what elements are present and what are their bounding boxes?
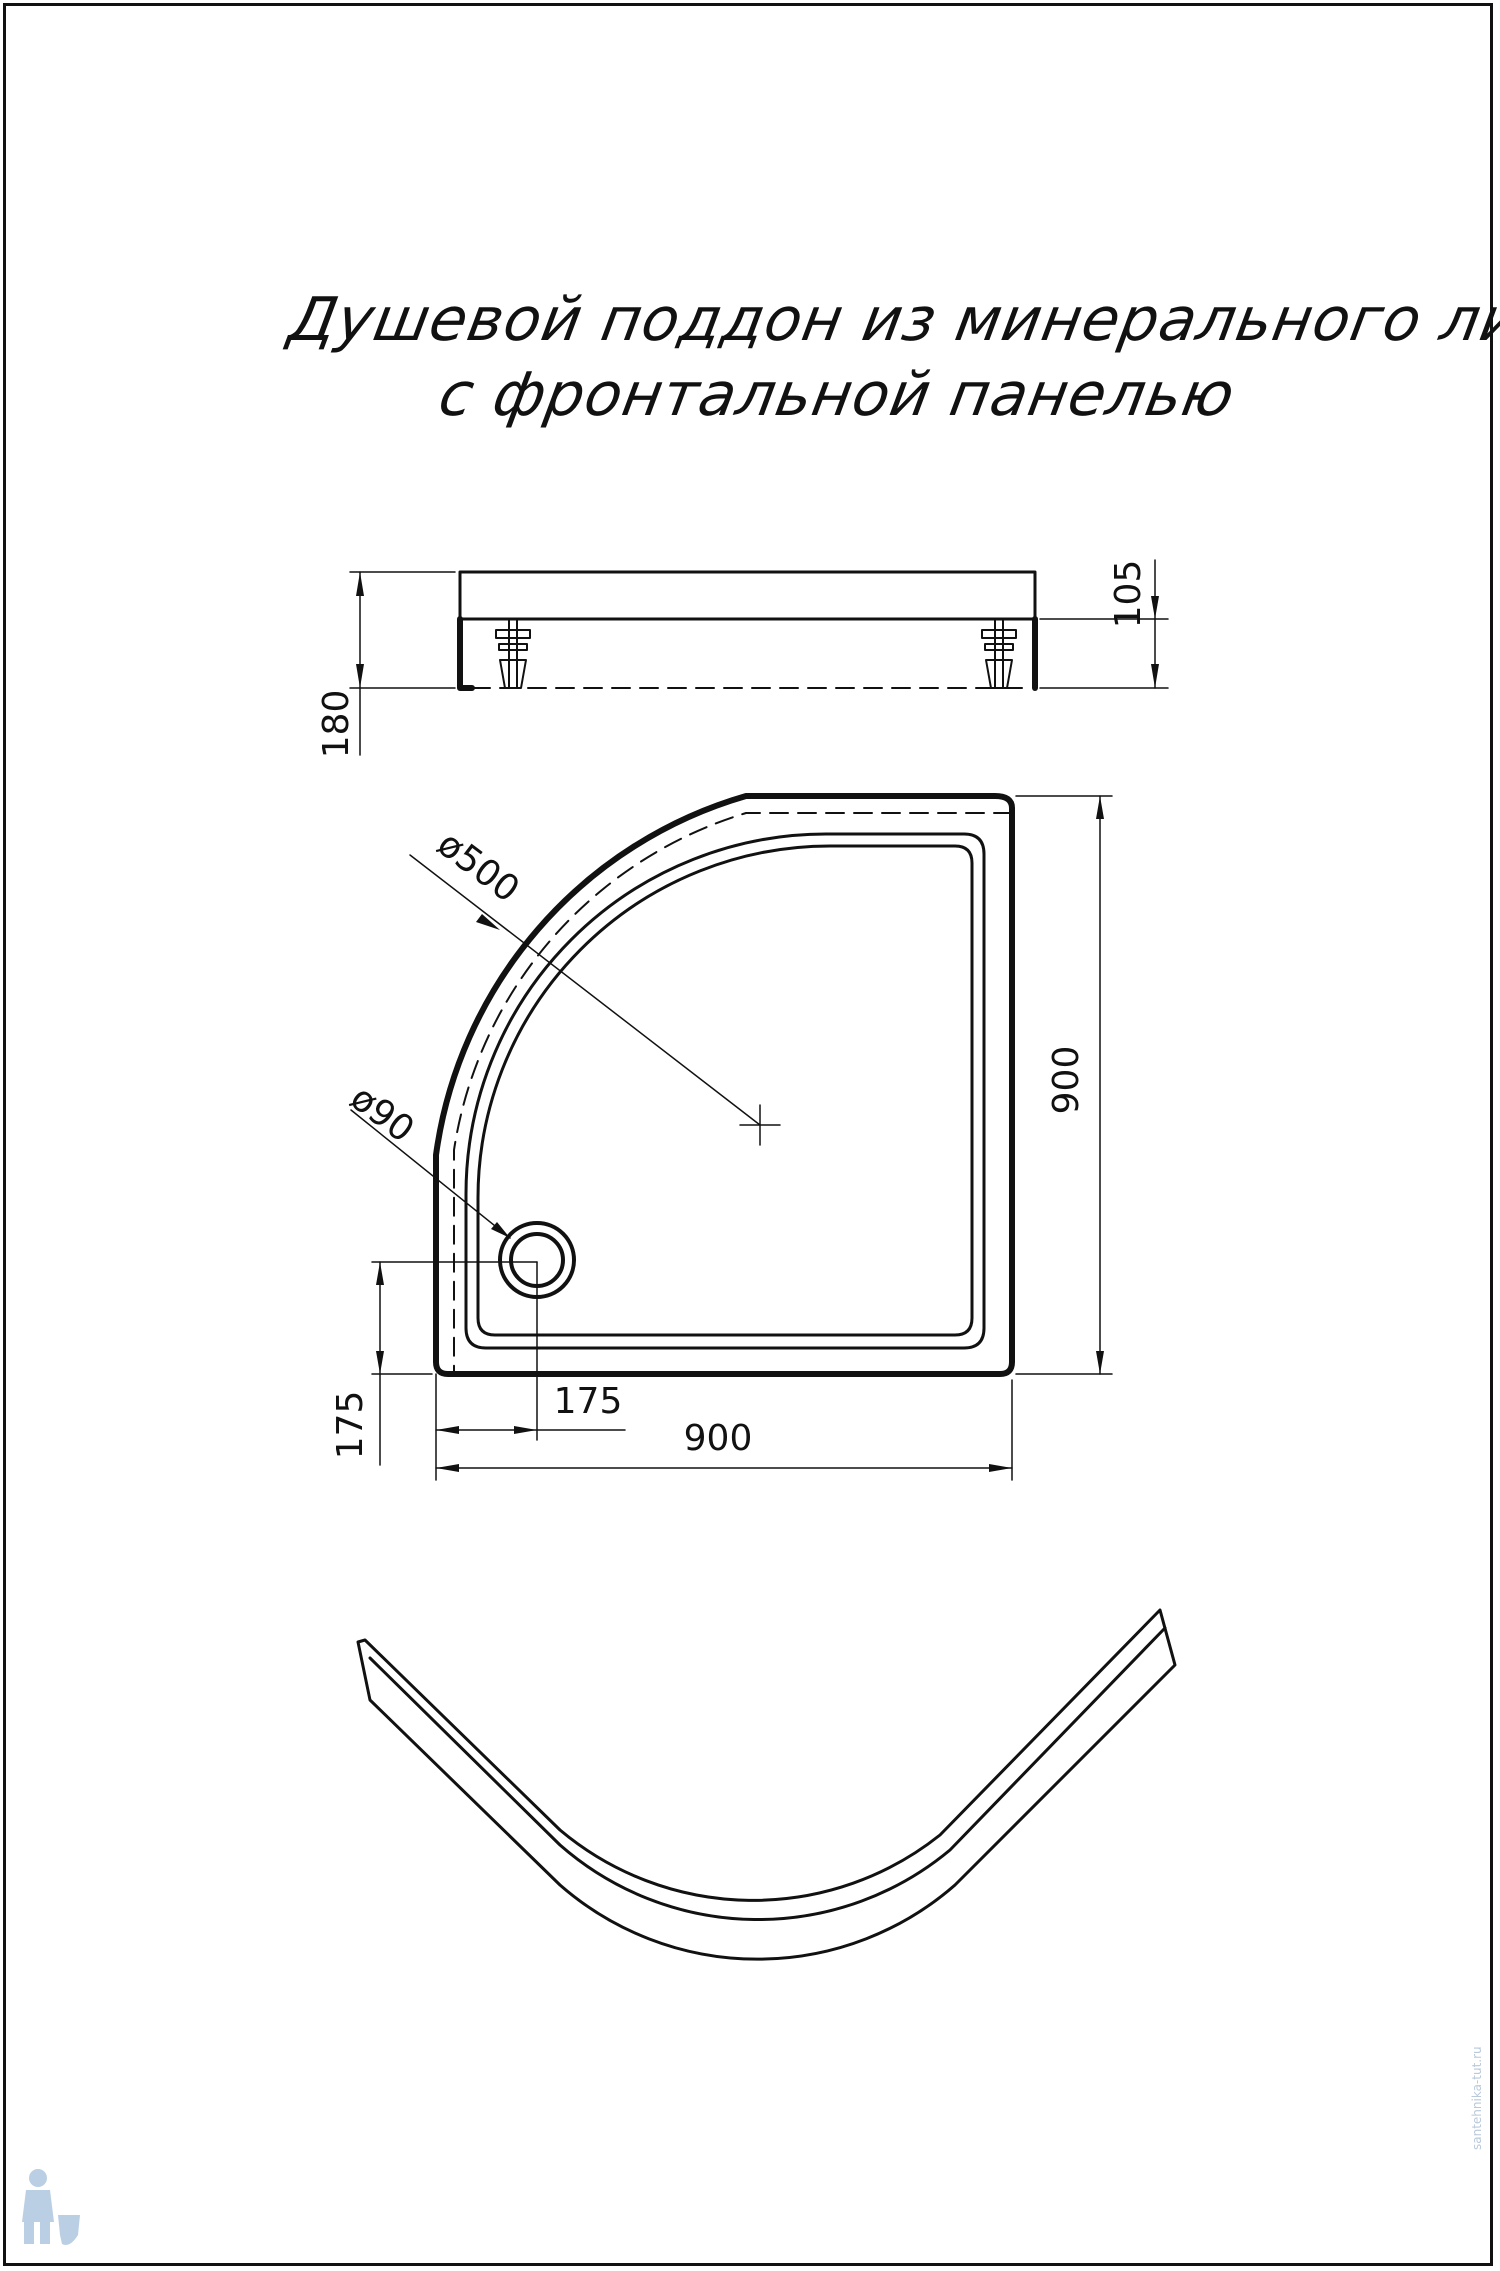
side-view-left-panel (457, 616, 475, 691)
front-panel-top-edge (368, 1626, 1167, 1922)
side-view-top-rim (458, 570, 1037, 621)
side-view (349, 559, 1169, 756)
adjustable-leg-left (495, 618, 531, 689)
dimension-text-depth: 900 (1046, 1046, 1087, 1115)
tray-hidden-edge (453, 812, 1013, 1375)
dimension-text-drain-y: 175 (330, 1391, 371, 1460)
plumber-logo-icon (22, 2169, 80, 2245)
bowl-outer-edge (464, 832, 986, 1350)
dimension-text-105: 105 (1108, 560, 1149, 629)
dimension-text-180: 180 (316, 690, 357, 759)
plan-view (350, 793, 1113, 1481)
drawing-frame (3, 3, 1493, 2266)
radius-leader (409, 854, 761, 1126)
dimension-180-lines (349, 571, 456, 756)
front-panel-view (356, 1608, 1177, 1961)
drain-leader (350, 1109, 511, 1239)
dimension-text-drain-x: 175 (554, 1381, 623, 1422)
bowl-inner-edge (476, 844, 974, 1337)
front-panel-outline (356, 1608, 1177, 1961)
tray-outer-contour (433, 793, 1015, 1377)
side-watermark-text: santehnika-tut.ru (1470, 2046, 1484, 2150)
dimension-text-width: 900 (684, 1418, 753, 1459)
dimension-text-drain: ø90 (343, 1077, 422, 1151)
dimension-text-radius: ø500 (430, 823, 527, 910)
adjustable-leg-right (981, 618, 1017, 689)
